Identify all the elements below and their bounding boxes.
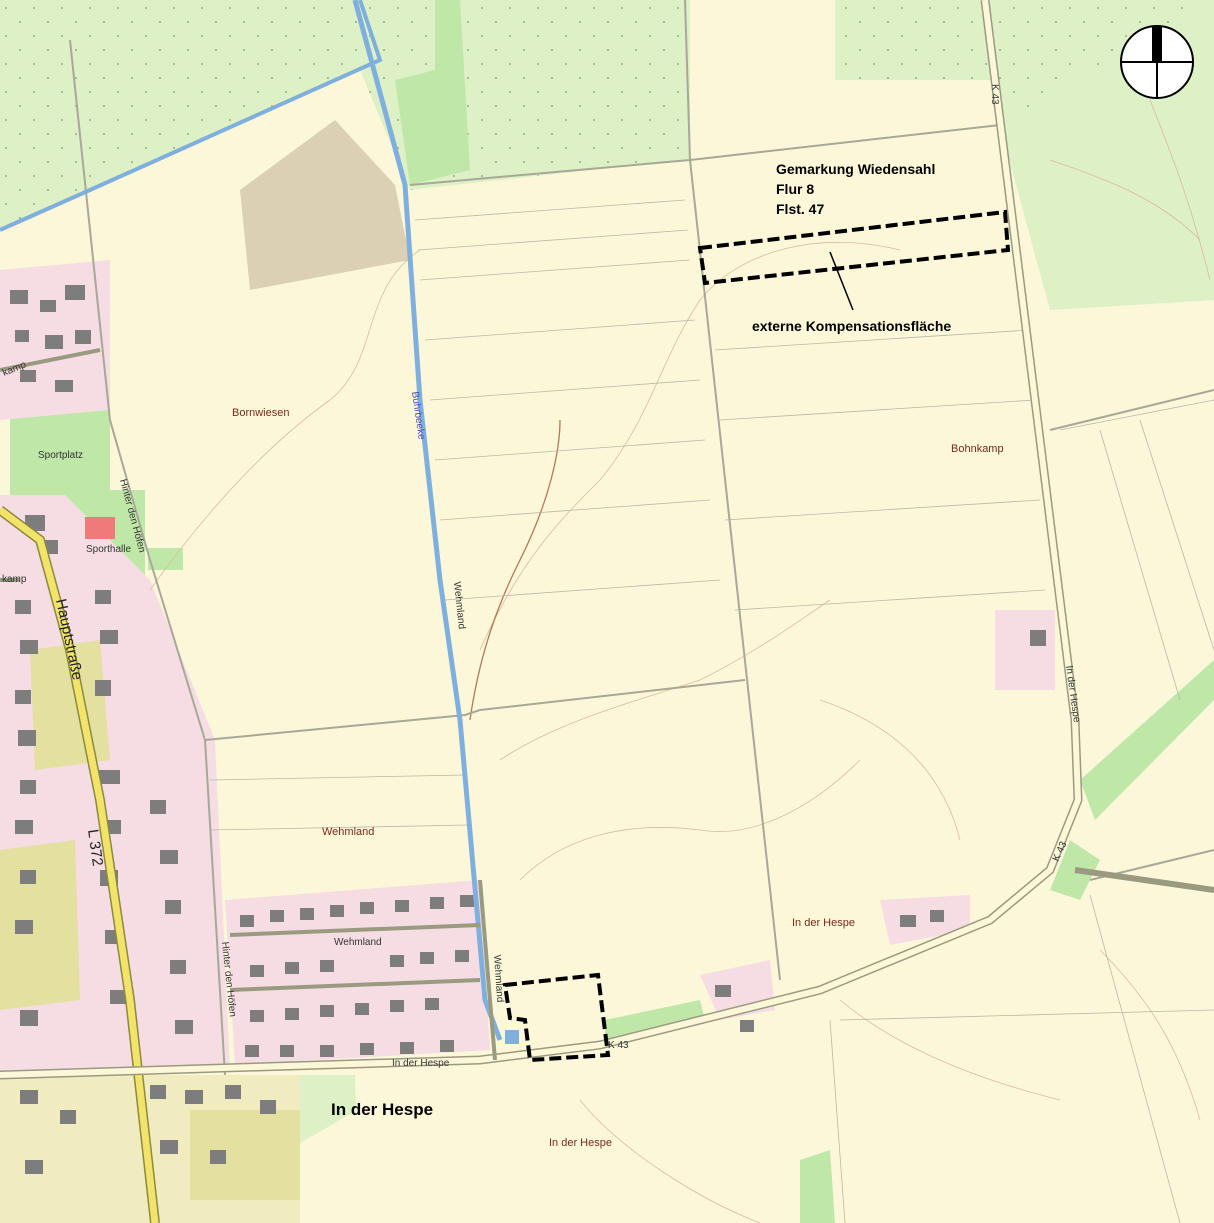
ditch-northwest xyxy=(0,0,383,232)
north-arrow-icon xyxy=(1120,25,1194,99)
fallow-area xyxy=(240,120,410,290)
plan-area-outline xyxy=(502,972,611,1063)
area-label-bohnkamp: Bohnkamp xyxy=(951,443,1004,455)
parcel-lines xyxy=(209,199,1214,1223)
road-label-l372: L 372 xyxy=(84,828,106,867)
field-north xyxy=(690,0,1000,160)
buildings xyxy=(10,285,1046,1174)
field-center xyxy=(160,130,1214,1223)
flurstueck-label: Flst. 47 xyxy=(776,201,824,217)
place-title: In der Hespe xyxy=(331,1100,433,1119)
area-label-hespe-south: In der Hespe xyxy=(549,1137,612,1149)
sporthalle-building xyxy=(85,517,115,539)
gemarkung-label: Gemarkung Wiedensahl xyxy=(776,161,935,177)
road-label-wehmland-street: Wehmland xyxy=(334,937,382,948)
contour-lines xyxy=(149,99,1211,1223)
area-label-sportplatz: Sportplatz xyxy=(38,450,83,461)
road-label-wehmland: Wehmland xyxy=(451,581,467,630)
road-label-wehmland-south: Wehmland xyxy=(491,954,505,1002)
buhrbeeke-stream xyxy=(352,0,503,1041)
settlement-areas xyxy=(0,260,1055,1223)
area-label-bornwiesen: Bornwiesen xyxy=(232,407,289,419)
tracks xyxy=(69,0,1214,1076)
area-label-sporthalle: Sporthalle xyxy=(86,544,131,555)
area-label-wehmland: Wehmland xyxy=(322,826,374,838)
field-northwest xyxy=(95,75,420,1000)
caption-leader-line xyxy=(829,251,854,311)
contour-highlight xyxy=(469,419,561,721)
road-label-k43-north: K 43 xyxy=(989,84,1000,105)
road-label-kamp-left2: kamp xyxy=(2,574,27,585)
road-label-in-der-hespe: In der Hespe xyxy=(392,1058,450,1069)
flur-label: Flur 8 xyxy=(776,181,814,197)
area-label-hespe-east: In der Hespe xyxy=(792,917,855,929)
pond xyxy=(505,1030,519,1044)
road-label-k43-south: K 43 xyxy=(608,1040,629,1051)
compensation-parcel-outline xyxy=(697,209,1011,286)
compensation-caption: externe Kompensationsfläche xyxy=(752,318,951,334)
